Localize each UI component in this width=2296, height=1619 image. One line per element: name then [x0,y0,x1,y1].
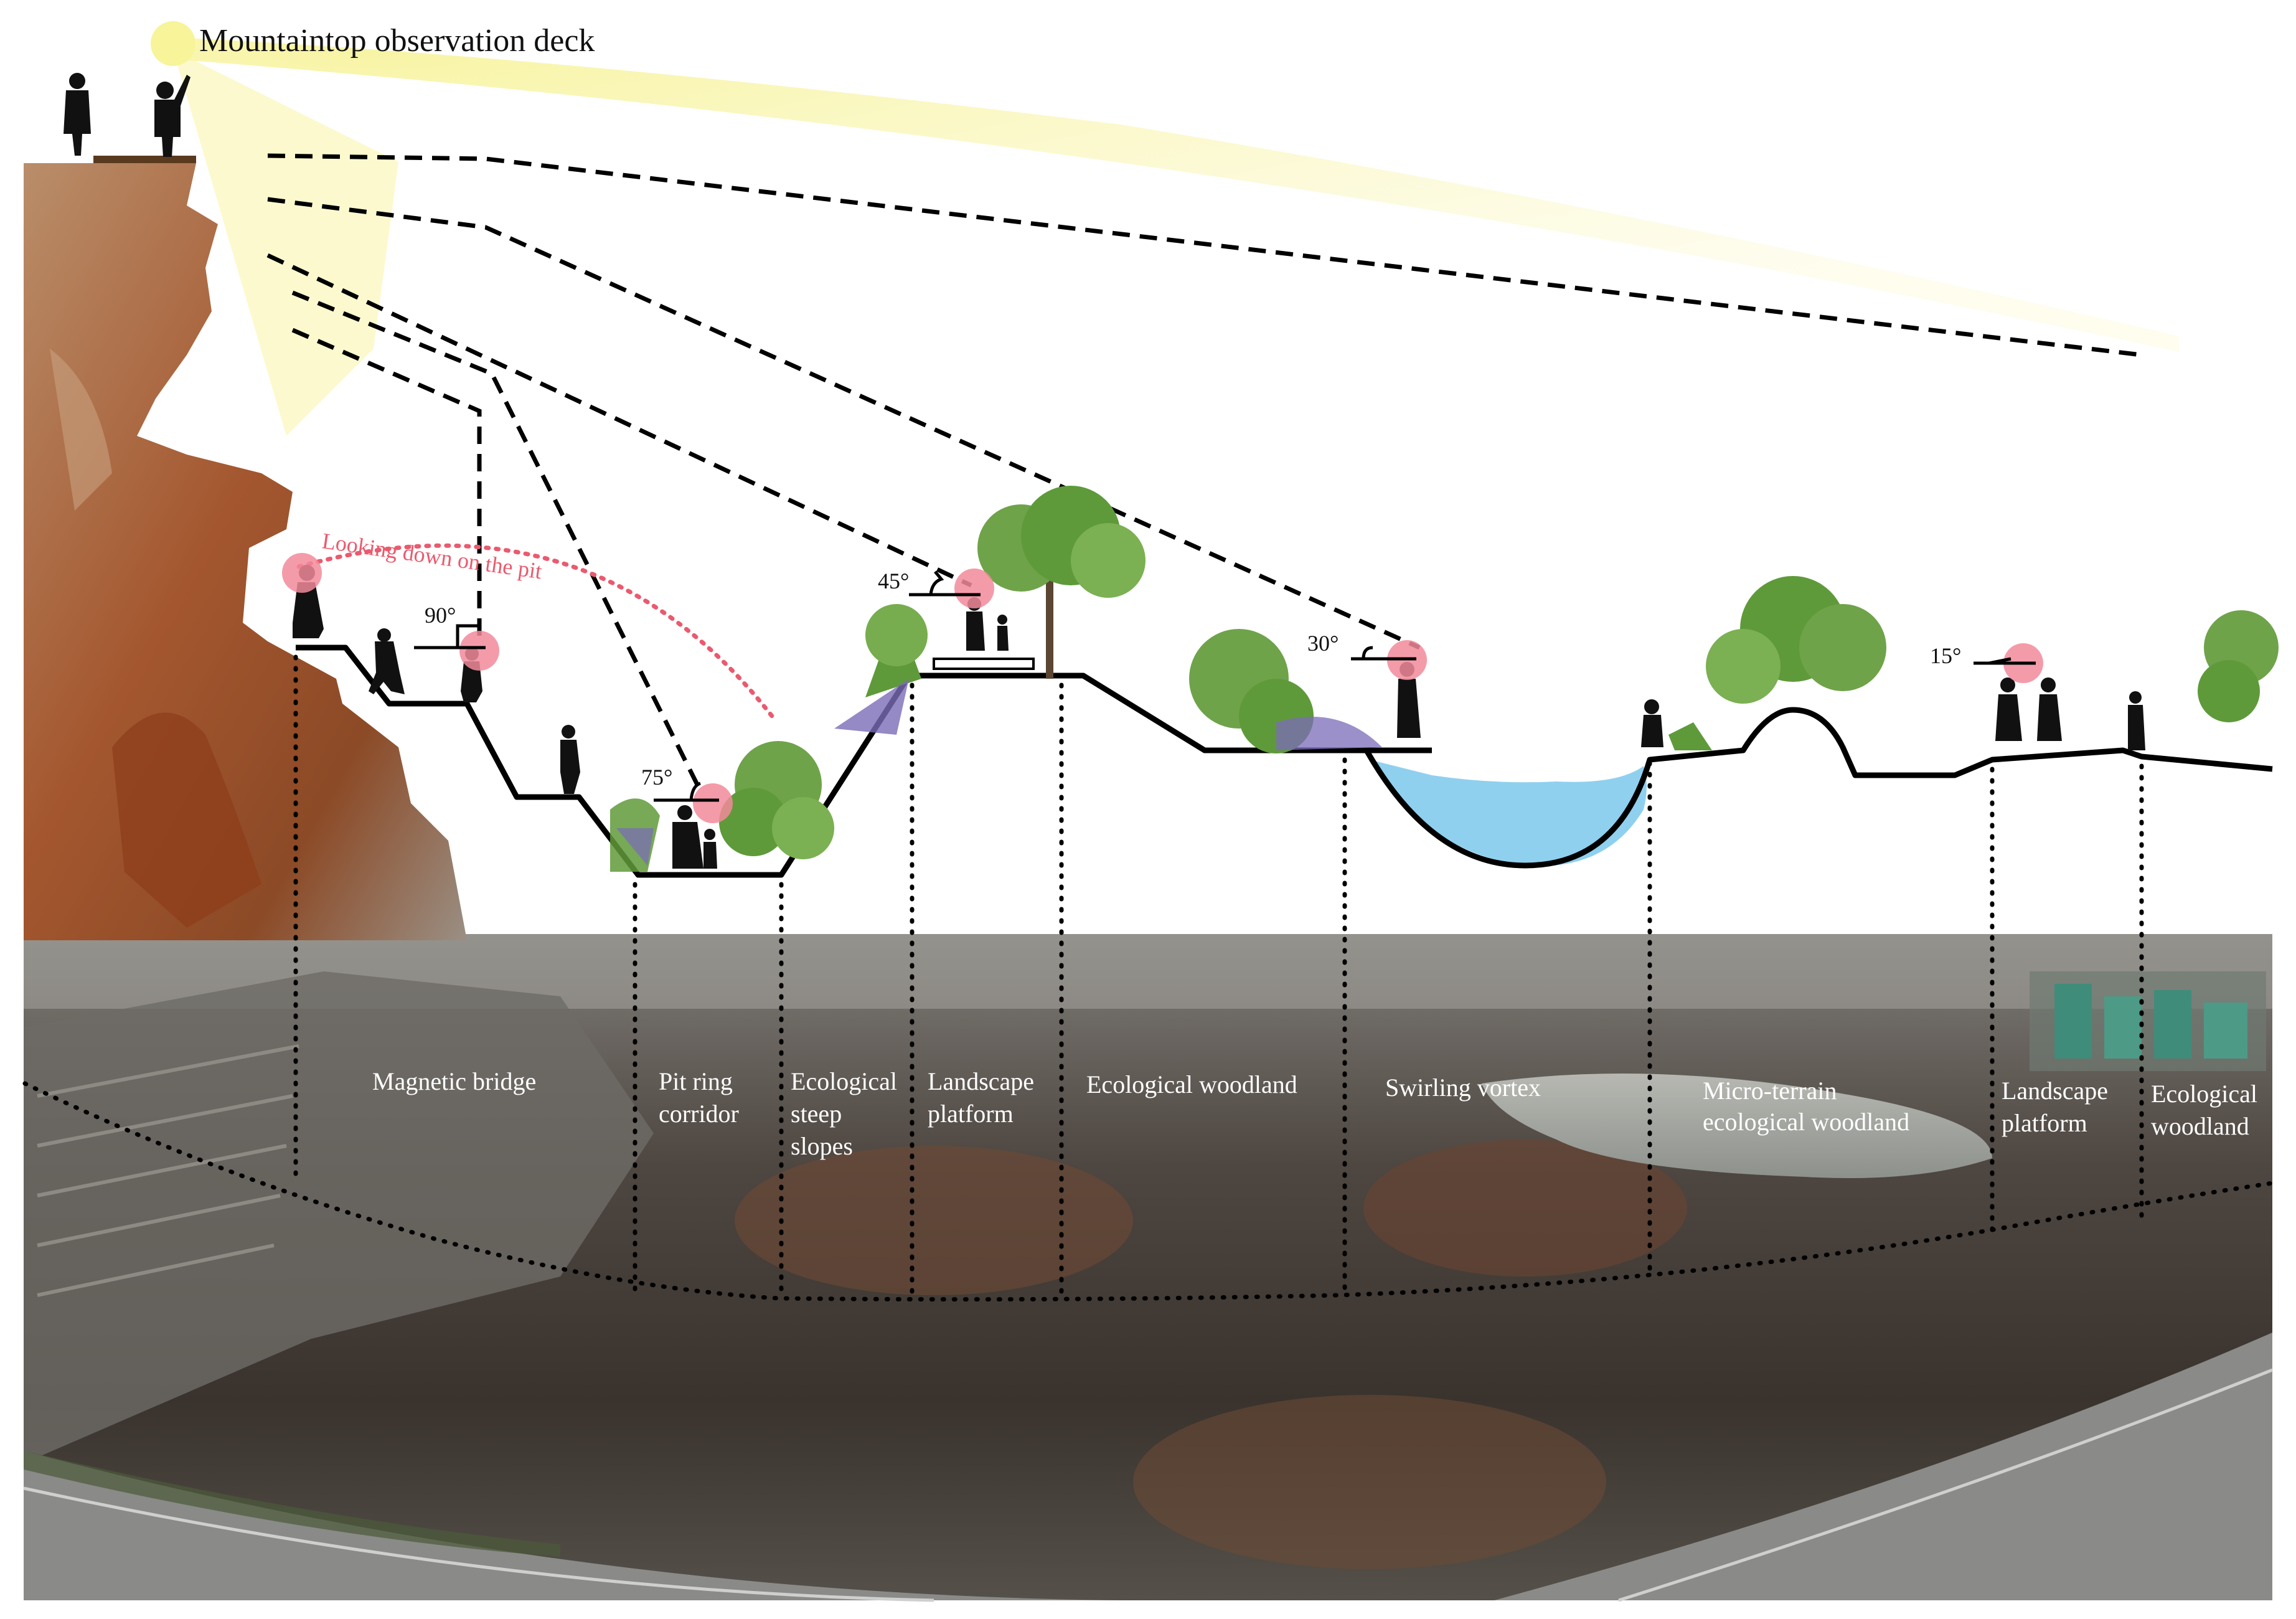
person-silhouette-icon [2128,691,2145,750]
person-silhouette-icon [369,628,405,694]
projection-lines [22,654,2275,1302]
tree-icon [1706,576,1886,704]
zone-label: Magnetic bridge [372,1067,536,1095]
page-title: Mountaintop observation deck [199,23,595,59]
tree-icon [719,741,834,859]
person-silhouette-icon [1641,699,1663,747]
zone-label: Ecological woodland [1086,1070,1297,1098]
person-silhouette-icon [672,805,717,869]
tree-icon [977,486,1146,679]
person-silhouette-icon [1995,677,2062,741]
person-silhouette-icon [560,725,580,794]
sight-lines [266,153,2142,786]
light-cone [173,37,2179,352]
arc-caption: Looking down on the pit [321,528,543,583]
tree-icon [2198,610,2279,722]
tree-icon [865,604,928,697]
view-arc [296,543,774,719]
observation-deck [93,156,196,163]
angle-label: 75° [641,765,672,790]
aerial-photo [23,934,2273,1602]
angle-label: 45° [878,569,909,593]
sun-icon [151,21,195,66]
angle-label: 90° [425,603,456,628]
eye-marker-icon [282,553,2043,823]
zone-label: Swirling vortex [1385,1074,1541,1102]
terrain-profile [296,644,2273,878]
person-silhouette-icon [154,75,191,157]
water-body [1370,760,1647,866]
angle-label: 15° [1930,643,1961,668]
angle-label: 30° [1307,631,1339,656]
person-silhouette-icon [64,73,91,156]
